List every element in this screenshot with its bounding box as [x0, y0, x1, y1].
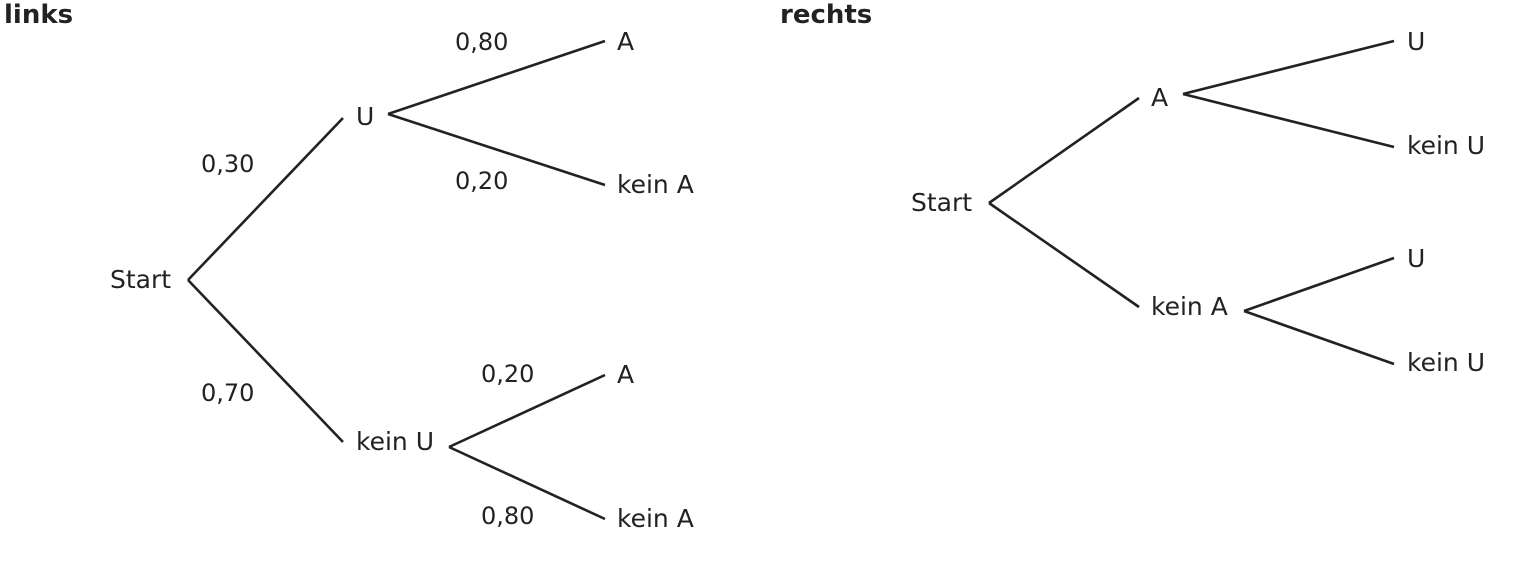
edge-kein-a-u	[1243, 256, 1395, 313]
edge-start-kein-u	[187, 279, 344, 443]
edge-kein-u-a	[448, 373, 606, 449]
node-kein-u-a: A	[617, 360, 634, 389]
edge-u-a	[387, 39, 606, 116]
node-kein-a-u: U	[1407, 244, 1425, 273]
edge-start-kein-a	[988, 201, 1140, 309]
edge-start-u	[187, 117, 344, 281]
left-tree: links Start U kein U A kein A A kein A 0…	[4, 0, 694, 533]
edge-a-kein-u	[1182, 92, 1395, 149]
node-kein-a: kein A	[1151, 292, 1228, 321]
edge-u-kein-a	[387, 112, 606, 187]
prob-kein-u-kein-a: 0,80	[481, 502, 534, 530]
left-tree-title: links	[4, 0, 73, 30]
node-kein-u: kein U	[356, 427, 434, 456]
node-start-right: Start	[911, 188, 972, 217]
node-kein-u-kein-a: kein A	[617, 504, 694, 533]
node-u: U	[356, 102, 374, 131]
edge-start-a	[988, 96, 1140, 205]
edge-kein-u-kein-a	[448, 445, 606, 521]
right-tree-title: rechts	[780, 0, 872, 30]
node-a: A	[1151, 83, 1168, 112]
prob-kein-u-a: 0,20	[481, 360, 534, 388]
node-u-kein-a: kein A	[617, 170, 694, 199]
node-u-a: A	[617, 27, 634, 56]
prob-u-a: 0,80	[455, 28, 508, 56]
edge-kein-a-kein-u	[1243, 309, 1395, 366]
node-a-u: U	[1407, 27, 1425, 56]
node-kein-a-kein-u: kein U	[1407, 348, 1485, 377]
node-a-kein-u: kein U	[1407, 131, 1485, 160]
prob-start-u: 0,30	[201, 150, 254, 178]
node-start: Start	[110, 265, 171, 294]
prob-u-kein-a: 0,20	[455, 167, 508, 195]
right-tree: rechts Start A kein A U kein U U kein U	[780, 0, 1485, 377]
prob-start-kein-u: 0,70	[201, 379, 254, 407]
edge-a-u	[1182, 39, 1395, 96]
